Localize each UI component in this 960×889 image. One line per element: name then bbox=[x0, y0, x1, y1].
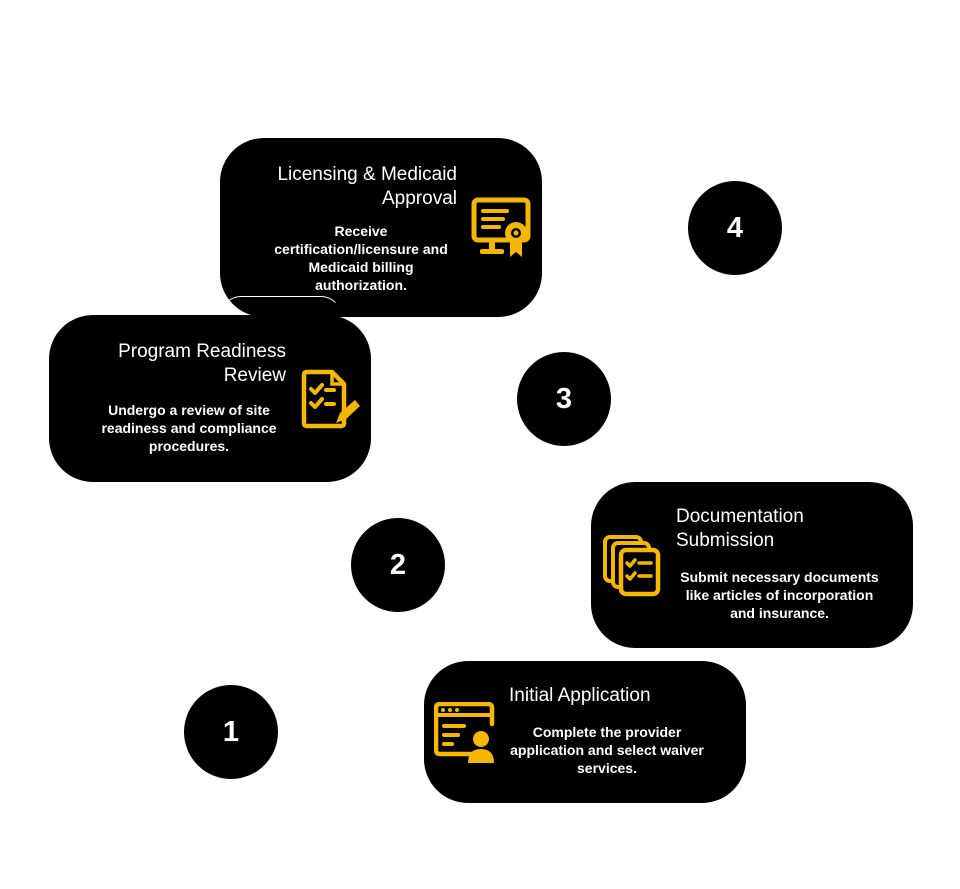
step-2-number: 2 bbox=[351, 518, 445, 612]
step-3-title: Program Readiness Review bbox=[118, 341, 286, 386]
step-4-number: 4 bbox=[688, 181, 782, 275]
step-1-title: Initial Application bbox=[509, 685, 651, 706]
step-1-description: Complete the provider application and se… bbox=[510, 724, 704, 776]
step-4-title: Licensing & Medicaid Approval bbox=[277, 164, 457, 209]
checklist-pen-icon bbox=[301, 369, 360, 429]
step-2-title: Documentation Submission bbox=[676, 506, 804, 551]
step-4-card: Licensing & Medicaid Approval Receive ce… bbox=[220, 138, 542, 317]
step-1-card: Initial Application Complete the provide… bbox=[424, 661, 746, 803]
certificate-icon bbox=[471, 197, 531, 257]
step-2-description: Submit necessary documents like articles… bbox=[680, 569, 879, 621]
step-1-number: 1 bbox=[184, 685, 278, 779]
document-stack-icon bbox=[603, 535, 661, 597]
step-3-card: Program Readiness Review Undergo a revie… bbox=[49, 315, 371, 482]
user-window-icon bbox=[434, 702, 495, 763]
step-3-description: Undergo a review of site readiness and c… bbox=[101, 402, 277, 454]
step-4-description: Receive certification/licensure and Medi… bbox=[274, 223, 448, 293]
step-3-number: 3 bbox=[517, 352, 611, 446]
step-2-card: Documentation Submission Submit necessar… bbox=[591, 482, 913, 648]
